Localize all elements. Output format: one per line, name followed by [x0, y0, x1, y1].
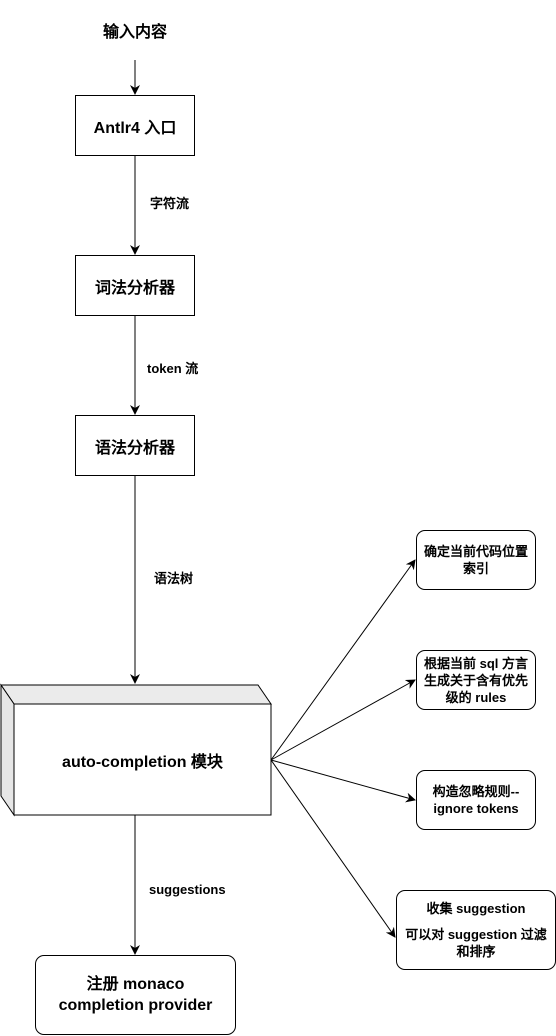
- edge-to-collect: [270, 759, 396, 938]
- lexer-text: 词法分析器: [94, 279, 175, 297]
- caret-line2: 索引: [462, 561, 489, 576]
- rules-node: 根据当前 sql 方言 生成关于含有优先 级的 rules: [416, 650, 536, 710]
- ignore-line2: ignore tokens: [433, 801, 519, 816]
- monaco-line1: 注册 monaco: [86, 976, 185, 993]
- parser-node: 语法分析器: [75, 415, 195, 476]
- monaco-provider-node: 注册 monaco completion provider: [35, 955, 236, 1035]
- rules-line3: 级的 rules: [445, 689, 507, 705]
- monaco-line2: completion provider: [58, 997, 213, 1014]
- collect-line2: 可以对 suggestion 过滤: [405, 927, 547, 942]
- caret-line1: 确定当前代码位置: [423, 544, 528, 559]
- edge-label-syntax-tree: 语法树: [154, 571, 194, 586]
- edge-to-ignore: [270, 759, 416, 803]
- rules-line2: 生成关于含有优先: [423, 672, 528, 688]
- lexer-node: 词法分析器: [75, 255, 195, 316]
- collect-suggestion-node: 收集 suggestion 可以对 suggestion 过滤 和排序: [396, 890, 556, 970]
- edge-label-token-stream: token 流: [147, 361, 199, 376]
- autocomplete-text: auto-completion 模块: [62, 753, 223, 771]
- collect-line1: 收集 suggestion: [426, 901, 526, 916]
- rules-line1: 根据当前 sql 方言: [423, 655, 528, 671]
- edge-to-caret: [270, 559, 416, 761]
- ignore-tokens-node: 构造忽略规则-- ignore tokens: [416, 770, 536, 830]
- edge-label-suggestions: suggestions: [149, 882, 226, 897]
- antlr-entry-node: Antlr4 入口: [75, 95, 195, 156]
- caret-index-node: 确定当前代码位置 索引: [416, 530, 536, 590]
- ignore-line1: 构造忽略规则--: [432, 784, 520, 799]
- autocomplete-block-shape: [0, 683, 272, 817]
- edge-to-rules: [270, 679, 416, 761]
- antlr-entry-text: Antlr4 入口: [93, 119, 177, 137]
- edge-label-char-stream: 字符流: [150, 196, 190, 211]
- collect-line3: 和排序: [456, 944, 496, 959]
- autocomplete-node: auto-completion 模块: [14, 704, 271, 815]
- parser-text: 语法分析器: [94, 439, 175, 457]
- input-content-label: 输入内容: [102, 24, 167, 41]
